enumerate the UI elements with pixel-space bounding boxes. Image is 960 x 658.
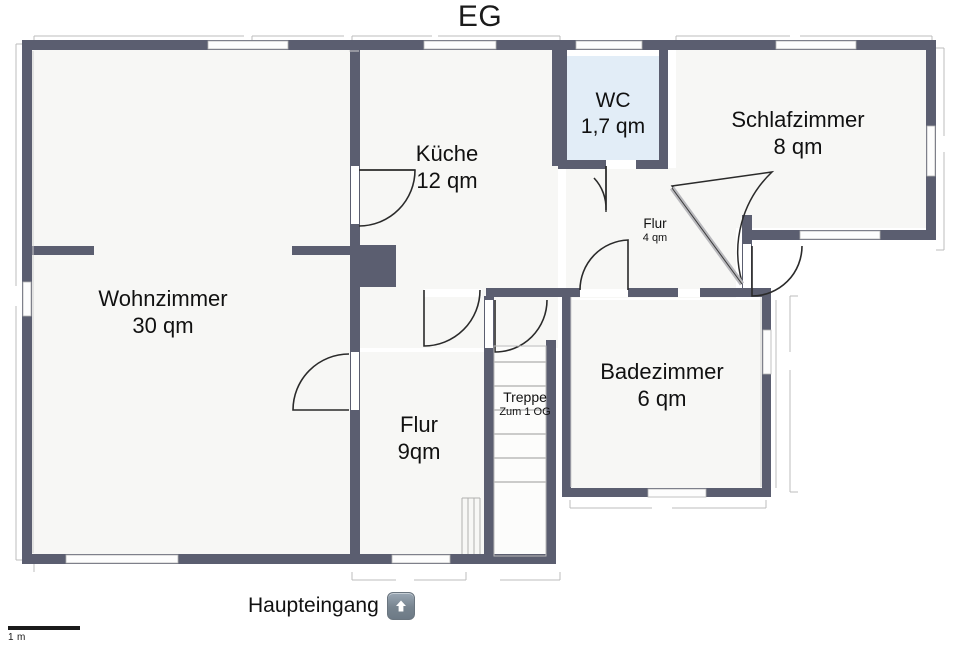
- window-hall-bottom: [391, 554, 451, 564]
- door-swing-stair: [494, 299, 548, 353]
- door-swing-bedroom-right: [751, 245, 803, 297]
- window-living-left: [22, 281, 32, 317]
- room-fill-flur-oben: [566, 168, 736, 298]
- dimension-lines: [15, 35, 945, 581]
- wall-exterior-top-left: [22, 40, 358, 50]
- stair-treads: [493, 345, 547, 557]
- wall-exterior-bottom-left: [22, 554, 358, 564]
- wall-stair-right: [546, 340, 556, 564]
- wall-stair-bottom: [466, 554, 556, 564]
- door-openings: [351, 161, 751, 410]
- room-fill-badezimmer: [570, 300, 766, 490]
- window-bath-bottom: [647, 488, 707, 498]
- door-swings: [292, 166, 803, 411]
- wall-hall-right: [484, 296, 494, 564]
- main-entrance-label: Haupteingang: [248, 594, 379, 617]
- window-bedroom-right: [926, 125, 936, 177]
- windows: [22, 40, 936, 564]
- window-bedroom-bottom: [799, 230, 881, 240]
- wall-kitchen-bottom: [486, 288, 562, 297]
- page-title: EG: [457, 0, 503, 33]
- door-gap-hall-kitchen: [424, 289, 482, 297]
- wall-interior-vertical-center: [350, 40, 360, 564]
- pillar-block: [356, 245, 396, 287]
- door-gap-bedroom-hall: [678, 289, 700, 297]
- wall-wc-bottom-right: [636, 160, 668, 169]
- window-kitchen-top: [423, 40, 497, 50]
- window-living-bottom: [65, 554, 179, 564]
- door-leaf-bedroom-outline: [671, 187, 743, 285]
- room-fill-kueche: [358, 48, 558, 348]
- door-swing-kitchen: [358, 169, 416, 227]
- window-bath-right: [762, 329, 772, 375]
- wall-bath-right: [762, 288, 771, 496]
- wall-wc-bottom: [558, 160, 606, 169]
- door-swing-bath: [579, 239, 629, 291]
- wall-bedroom-left-lower: [742, 215, 752, 240]
- wall-kitchen-right: [552, 40, 562, 166]
- window-living-top: [207, 40, 289, 50]
- door-gap-kitchen-living: [351, 166, 359, 224]
- wall-wc-right: [659, 48, 668, 168]
- scale-bar: 1 m: [8, 626, 80, 643]
- stair-shaft-outline: [493, 345, 547, 557]
- wall-flur-bottom-right: [700, 288, 770, 297]
- door-swing-hall-kitchen: [423, 289, 481, 347]
- scale-bar-line: [8, 626, 80, 630]
- scale-bar-label: 1 m: [8, 632, 26, 643]
- inner-outlines: [32, 50, 762, 553]
- wall-wc-left: [558, 48, 567, 168]
- main-entrance-marker: Haupteingang: [248, 592, 415, 620]
- door-gap-bath: [580, 289, 628, 297]
- window-bedroom-top: [775, 40, 857, 50]
- door-gap-living-hall: [351, 352, 359, 410]
- room-fill-treppe: [492, 345, 554, 557]
- door-swing-hall-living: [292, 353, 350, 411]
- door-swing-bedroom: [670, 170, 775, 283]
- wall-bath-left: [562, 288, 571, 496]
- entrance-steps: [461, 497, 481, 554]
- door-gap-wc: [606, 161, 636, 169]
- room-fill-wc: [566, 56, 660, 160]
- wall-stub-living-room: [32, 246, 94, 255]
- door-gap-bedroom-right: [743, 244, 751, 288]
- up-arrow-icon: [386, 592, 415, 620]
- door-gap-hall-stair: [485, 300, 493, 348]
- window-wc-top: [575, 40, 643, 50]
- wall-flur-bottom-mid: [628, 288, 678, 297]
- room-fill-flur-unten: [358, 352, 488, 556]
- room-fill-wohnzimmer: [30, 48, 350, 556]
- wall-stub-center-left: [292, 246, 354, 255]
